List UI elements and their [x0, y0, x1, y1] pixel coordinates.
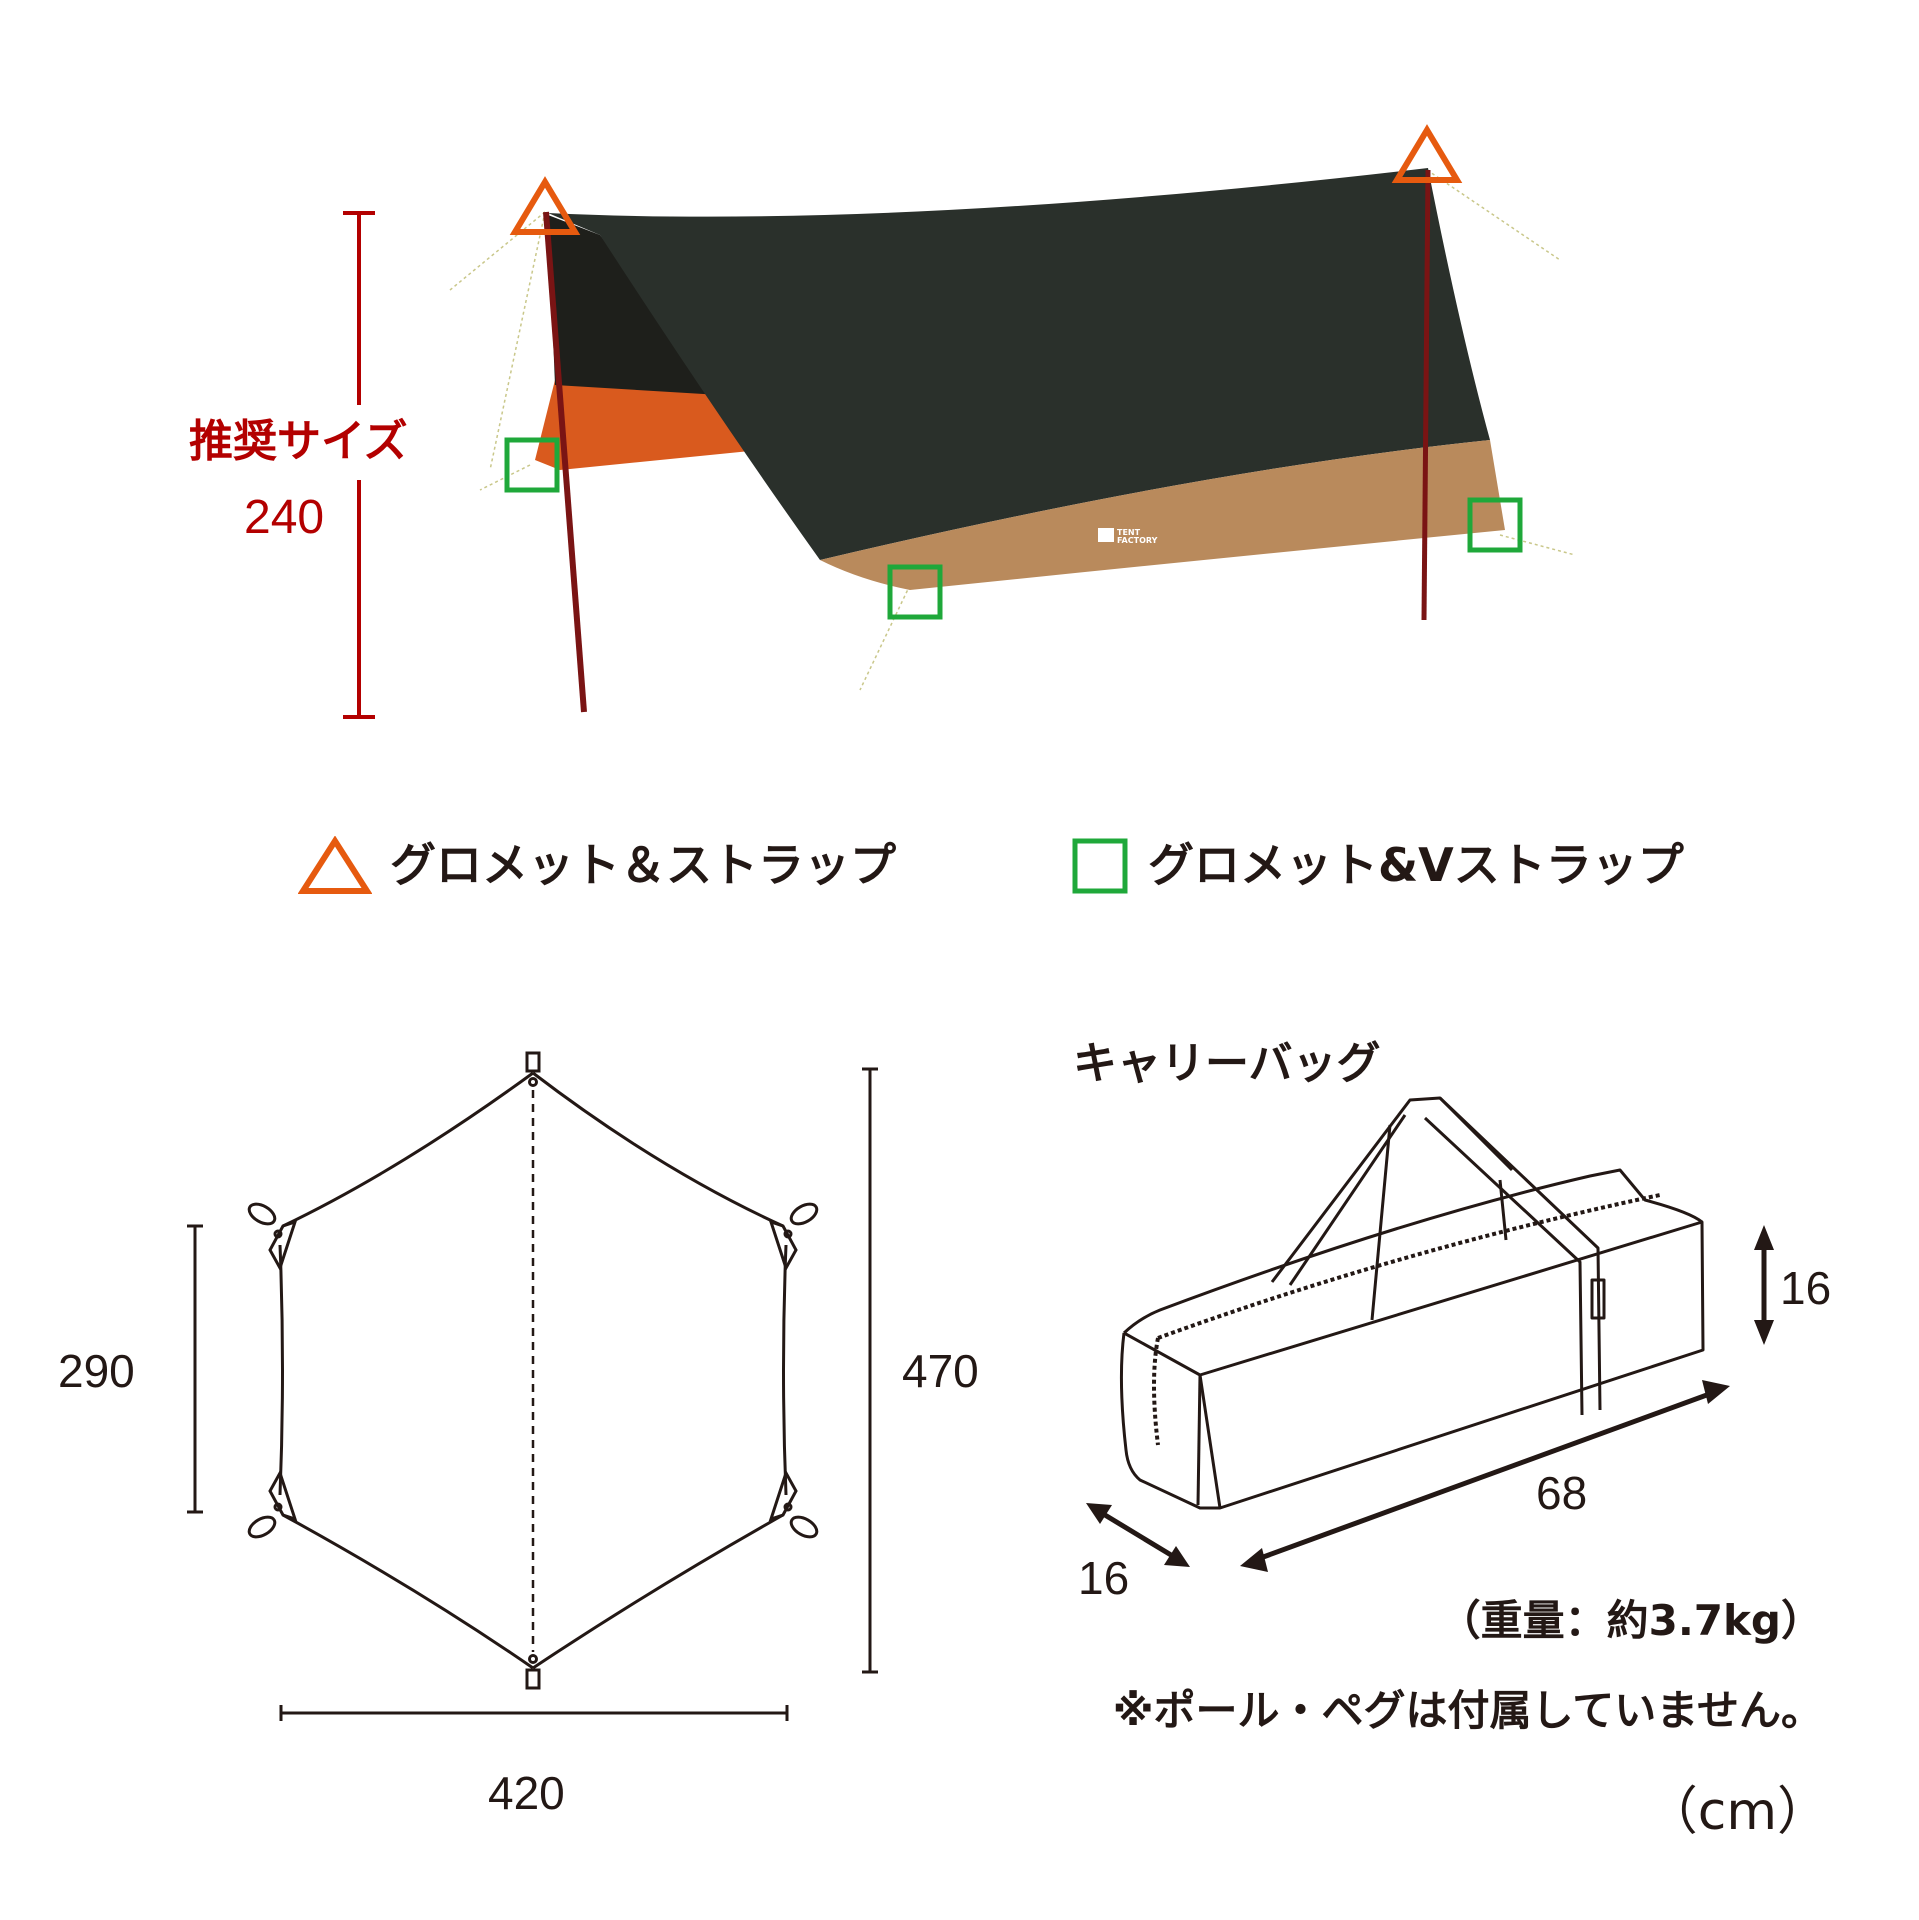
tent-factory-logo: TENT FACTORY: [1098, 528, 1158, 545]
grommet-strap-marker-right: [1391, 124, 1463, 183]
legend: グロメット＆ストラップ グロメット&Vストラップ: [0, 830, 1919, 900]
accessories-note: ※ポール・ペグは付属していません。: [1112, 1686, 1823, 1735]
height-dimension-bar: [343, 211, 375, 719]
tarp-tan-band: [820, 440, 1505, 590]
orange-triangle-icon: [298, 836, 372, 894]
pole-left: [543, 211, 587, 713]
grommet-vstrap-marker-1: [504, 437, 560, 493]
legend-label-grommet-vstrap: グロメット&Vストラップ: [1148, 838, 1684, 892]
tarp-inner-orange: [535, 380, 760, 470]
grommet-vstrap-marker-3: [1467, 497, 1523, 553]
grommet-vstrap-marker-2: [887, 564, 943, 620]
floor-depth-label: 470: [902, 1345, 979, 1397]
floor-width-label: 420: [488, 1767, 565, 1819]
bag-length-label: 68: [1536, 1467, 1588, 1519]
grommet-strap-marker-left: [509, 176, 581, 235]
tarp-illustration: TENT FACTORY: [343, 124, 1576, 719]
bag-weight: （重量：約3.7kg）: [1438, 1596, 1823, 1645]
tarp-outline: [278, 1071, 788, 1670]
green-square-icon: [1072, 838, 1128, 894]
bag-height-label: 16: [1780, 1262, 1832, 1314]
pole-right: [1421, 169, 1431, 621]
bag-width-label: 16: [1078, 1552, 1130, 1604]
floor-side-length-label: 290: [58, 1345, 135, 1397]
height-dimension-label: 推奨サイズ: [189, 416, 408, 467]
carry-bag-title: キャリーバッグ: [1073, 1038, 1381, 1089]
svg-text:TENT: TENT: [1117, 528, 1141, 537]
legend-label-grommet-strap: グロメット＆ストラップ: [390, 838, 896, 892]
svg-text:FACTORY: FACTORY: [1117, 536, 1158, 545]
unit-label: （cm）: [1645, 1782, 1829, 1842]
height-dimension-value: 240: [244, 491, 325, 544]
tarp-main-panel: [548, 168, 1490, 560]
